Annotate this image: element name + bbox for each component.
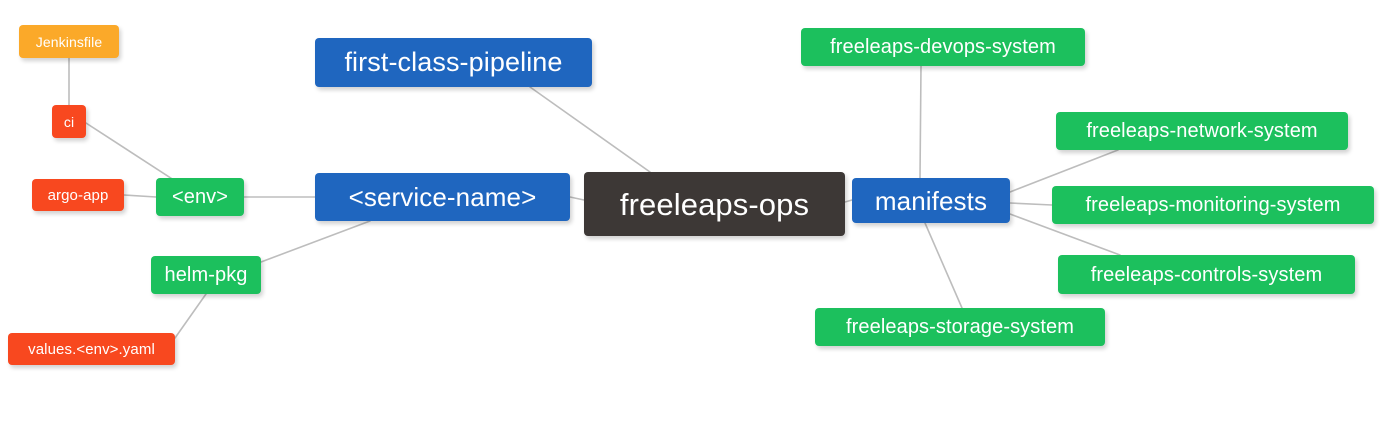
node-argo-app[interactable]: argo-app [32,179,124,211]
node-first-class-pipeline[interactable]: first-class-pipeline [315,38,592,87]
node-label-values-yaml: values.<env>.yaml [28,340,155,358]
node-freeleaps-storage-system[interactable]: freeleaps-storage-system [815,308,1105,346]
edge-helmpkg-servicename [260,220,371,263]
node-freeleaps-network-system[interactable]: freeleaps-network-system [1056,112,1348,150]
node-label-freeleaps-controls-system: freeleaps-controls-system [1090,263,1323,286]
edge-manifests-monitoring [1009,202,1053,206]
edge-valuesyaml-helmpkg [174,293,207,339]
node-values-yaml[interactable]: values.<env>.yaml [8,333,175,365]
node-label-first-class-pipeline: first-class-pipeline [344,47,563,77]
edge-manifests-storage [924,222,963,309]
node-freeleaps-ops[interactable]: freeleaps-ops [584,172,845,236]
node-freeleaps-devops-system[interactable]: freeleaps-devops-system [801,28,1085,66]
node-label-manifests: manifests [874,185,988,216]
node-label-freeleaps-storage-system: freeleaps-storage-system [845,316,1075,338]
edge-argoapp-env [123,194,157,198]
node-ci[interactable]: ci [52,105,86,138]
node-freeleaps-monitoring-system[interactable]: freeleaps-monitoring-system [1052,186,1374,224]
node-label-freeleaps-ops: freeleaps-ops [619,186,810,222]
node-label-env: <env> [171,186,229,208]
node-label-helm-pkg: helm-pkg [164,264,248,286]
edge-manifests-devops [919,65,922,179]
node-helm-pkg[interactable]: helm-pkg [151,256,261,294]
node-label-freeleaps-devops-system: freeleaps-devops-system [830,36,1056,58]
node-manifests[interactable]: manifests [852,178,1010,223]
node-label-freeleaps-network-system: freeleaps-network-system [1086,120,1318,142]
node-label-ci: ci [63,113,75,130]
node-label-argo-app: argo-app [47,186,109,204]
edge-ops-manifests [844,199,853,203]
node-label-freeleaps-monitoring-system: freeleaps-monitoring-system [1085,194,1341,216]
node-freeleaps-controls-system[interactable]: freeleaps-controls-system [1058,255,1355,294]
edge-servicename-ops [569,196,585,201]
node-service-name[interactable]: <service-name> [315,173,570,221]
node-jenkinsfile[interactable]: Jenkinsfile [19,25,119,58]
node-label-jenkinsfile: Jenkinsfile [35,33,103,50]
node-env[interactable]: <env> [156,178,244,216]
edge-firstclasspipeline-ops [529,86,651,173]
node-label-service-name: <service-name> [348,182,537,212]
